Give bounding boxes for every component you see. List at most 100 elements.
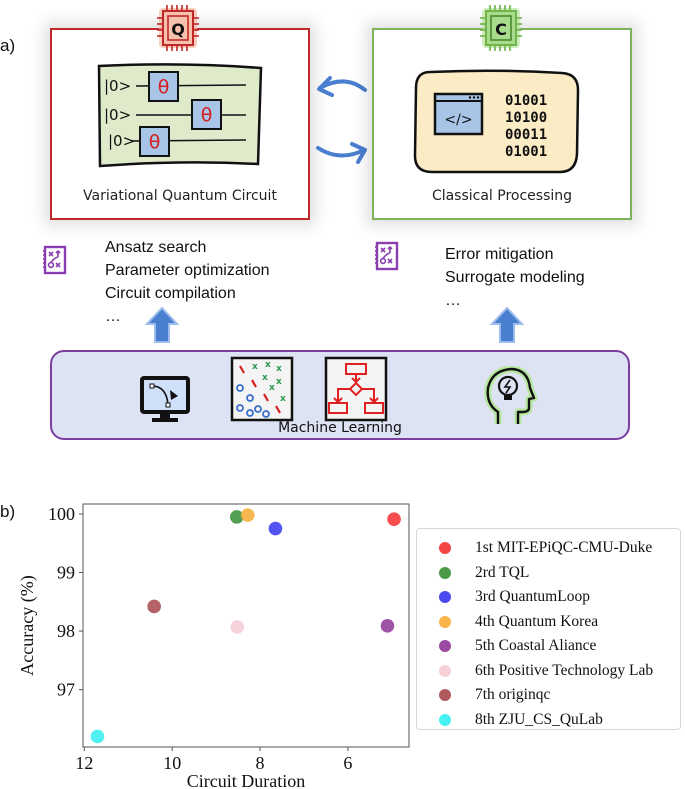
up-arrow-icon (145, 306, 179, 343)
svg-text:10100: 10100 (505, 110, 547, 126)
gate: θ (139, 126, 170, 157)
data-point (147, 599, 161, 614)
task-item: Surrogate modeling (445, 269, 585, 286)
feedback-loop-arrows (316, 76, 367, 164)
svg-text:00011: 00011 (505, 127, 547, 143)
legend-marker-icon (439, 689, 451, 701)
x-tick-label: 8 (256, 753, 265, 773)
legend-marker-icon (439, 542, 451, 554)
machine-learning-label: Machine Learning (278, 420, 402, 436)
chip-letter: C (495, 20, 507, 39)
legend-label: 8th ZJU_CS_QuLab (475, 710, 603, 728)
panel-a-label: a) (0, 36, 16, 55)
legend-marker-icon (439, 664, 451, 677)
legend-item: 7th originqc (417, 683, 550, 707)
legend-label: 1st MIT-EPiQC-CMU-Duke (475, 539, 653, 556)
classical-illustration: </> 01001 10100 00011 01001 (413, 69, 580, 174)
legend-label: 7th originqc (475, 686, 551, 703)
svg-text:01001: 01001 (505, 93, 547, 109)
legend-item: 8th ZJU_CS_QuLab (417, 708, 603, 732)
legend-marker-icon (439, 640, 451, 652)
svg-text:x: x (262, 373, 268, 383)
plot-frame (82, 503, 410, 748)
legend-label: 6th Positive Technology Lab (475, 661, 654, 679)
classical-chip-icon: C (480, 5, 522, 51)
qubit-label: |0> (108, 132, 135, 150)
qubit-label: |0> (104, 77, 131, 95)
data-point (387, 512, 401, 527)
quantum-ml-tasks: Ansatz search Parameter optimization Cir… (105, 236, 270, 328)
strategy-icon (375, 241, 399, 271)
svg-text:</>: </> (444, 112, 472, 128)
task-item: … (445, 292, 461, 309)
legend-item: 2rd TQL (417, 561, 529, 585)
legend-item: 6th Positive Technology Lab (417, 659, 653, 683)
data-point (240, 508, 255, 522)
x-tick-label: 6 (343, 753, 352, 773)
code-window-icon: </> (433, 92, 484, 136)
legend-label: 3rd QuantumLoop (475, 588, 590, 605)
monitor-curve-icon (140, 376, 190, 422)
arrow-to-classical-icon (316, 146, 366, 158)
legend-label: 5th Coastal Aliance (475, 637, 597, 654)
svg-text:x: x (265, 360, 271, 370)
qubit-labels: |0> |0> |0> (104, 77, 135, 150)
up-arrow-icon (490, 306, 524, 343)
svg-text:x: x (252, 362, 258, 372)
legend-item: 5th Coastal Aliance (417, 634, 596, 658)
svg-text:θ: θ (149, 131, 161, 153)
legend-marker-icon (439, 591, 451, 603)
task-item: Parameter optimization (105, 262, 270, 279)
data-point (268, 521, 283, 536)
legend-label: 4th Quantum Korea (475, 612, 599, 630)
data-points (90, 508, 401, 744)
svg-text:θ: θ (201, 104, 213, 126)
x-tick-label: 10 (163, 753, 181, 773)
data-point (380, 618, 395, 633)
flowchart-icon (324, 356, 388, 422)
y-tick-label: 97 (57, 680, 75, 700)
legend-item: 4th Quantum Korea (417, 610, 598, 634)
quantum-chip-icon: Q (157, 5, 199, 51)
y-tick-label: 98 (57, 621, 75, 641)
circuit-illustration: |0> |0> |0> θ θ θ (97, 63, 263, 168)
x-axis-label: Circuit Duration (187, 771, 305, 789)
gate: θ (148, 71, 179, 102)
y-tick-label: 99 (57, 563, 75, 583)
data-point (90, 729, 105, 744)
x-tick-label: 12 (75, 753, 93, 773)
svg-text:x: x (276, 377, 282, 387)
strategy-icon (43, 245, 67, 275)
task-item: Circuit compilation (105, 285, 236, 302)
chart-legend: 1st MIT-EPiQC-CMU-Duke 2rd TQL 3rd Quantum… (416, 528, 681, 730)
data-point (229, 510, 244, 524)
data-point (230, 620, 245, 634)
gate: θ (191, 99, 222, 130)
svg-text:x: x (280, 394, 286, 404)
quantum-circuit-frame: |0> |0> |0> θ θ θ Variational Quantum Ci… (50, 28, 310, 220)
legend-marker-icon (439, 615, 451, 628)
legend-marker-icon (439, 713, 451, 726)
head-lightbulb-icon (484, 366, 538, 424)
x-axis-ticks: 12 10 8 6 (75, 747, 352, 773)
y-axis-ticks: 97 98 99 100 (48, 504, 83, 700)
legend-label: 2rd TQL (475, 563, 530, 581)
svg-text:θ: θ (158, 76, 170, 98)
legend-marker-icon (439, 566, 451, 579)
binary-data: 01001 10100 00011 01001 (505, 93, 547, 160)
y-tick-label: 100 (48, 504, 75, 524)
task-item: Error mitigation (445, 246, 554, 263)
y-axis-label: Accuracy (%) (17, 575, 38, 675)
classical-ml-tasks: Error mitigation Surrogate modeling … (445, 243, 585, 312)
classical-caption: Classical Processing (431, 188, 573, 204)
panel-b-label: b) (0, 502, 16, 521)
legend-item: 3rd QuantumLoop (417, 585, 590, 609)
quantum-caption: Variational Quantum Circuit (83, 188, 277, 204)
svg-text:01001: 01001 (505, 144, 547, 160)
qubit-label: |0> (104, 106, 131, 124)
scatter-chart: 12 10 8 6 97 98 99 100 Circuit Duration Accura… (17, 503, 410, 789)
task-item: … (105, 308, 121, 325)
chip-letter: Q (171, 20, 185, 39)
